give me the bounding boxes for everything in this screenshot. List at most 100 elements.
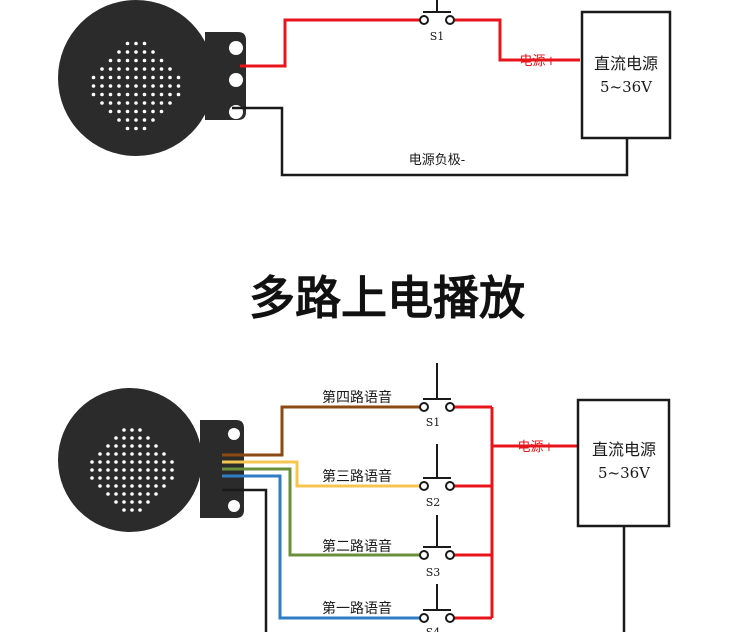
grill-dot (159, 75, 164, 80)
grill-dot (134, 58, 138, 63)
grill-dot (122, 460, 126, 464)
grill-dot (130, 468, 134, 472)
grill-dot (125, 50, 130, 54)
grill-dot (146, 436, 150, 440)
grill-dot (108, 67, 113, 71)
grill-dot (134, 75, 138, 80)
grill-dot (162, 484, 166, 488)
grill-dot (122, 500, 126, 504)
grill-dot (176, 92, 181, 97)
grill-dot (142, 41, 147, 46)
bottom-power-positive-label: 电源+ (518, 440, 555, 455)
grill-dot (151, 84, 155, 88)
channel-label: 第三路语音 (322, 468, 392, 485)
top-diagram: S1 电源+ 电源负极- 直流电源 5~36V (58, 0, 672, 177)
grill-dot (146, 492, 150, 496)
grill-dot (100, 92, 104, 97)
grill-dot (117, 92, 121, 97)
wire-channel-4 (222, 405, 420, 457)
grill-dot (98, 452, 102, 456)
grill-dot (130, 484, 134, 488)
grill-dot (142, 50, 147, 54)
grill-dot (134, 84, 138, 88)
bottom-mount-hole-1 (228, 428, 240, 440)
grill-dot (151, 75, 155, 80)
grill-dot (168, 101, 172, 105)
switch-contact-right (445, 613, 455, 623)
grill-dot (106, 468, 110, 472)
wire-channel-3 (222, 460, 420, 488)
grill-dot (146, 484, 150, 488)
grill-dot (130, 492, 134, 496)
grill-dot (106, 484, 110, 488)
top-power-positive-label: 电源+ (520, 54, 557, 69)
top-supply-name: 直流电源 (594, 54, 658, 73)
wire-channel-1 (222, 474, 420, 620)
top-switch-contact-right (445, 15, 455, 25)
grill-dot (106, 492, 110, 496)
grill-dot (154, 452, 158, 456)
grill-dot (125, 118, 130, 122)
bottom-diagram: 电源+ S1 第四路语音 S2 第三路语音 S3 第二路语音 (58, 363, 671, 632)
grill-dot (122, 468, 126, 472)
grill-dot (122, 444, 126, 448)
grill-dot (168, 92, 172, 97)
bottom-speaker-grill (90, 428, 174, 512)
top-power-supply: 直流电源 5~36V (580, 10, 672, 140)
grill-dot (162, 460, 166, 464)
grill-dot (90, 468, 94, 472)
grill-dot (134, 67, 138, 71)
grill-dot (151, 50, 155, 54)
grill-dot (138, 444, 142, 448)
grill-dot (91, 84, 96, 88)
grill-dot (154, 492, 158, 496)
grill-dot (146, 476, 150, 480)
grill-dot (134, 118, 138, 122)
grill-dot (125, 41, 130, 46)
top-wire-ground (232, 106, 629, 177)
top-supply-box (580, 10, 672, 140)
grill-dot (114, 460, 118, 464)
grill-dot (138, 428, 142, 432)
grill-dot (122, 492, 126, 496)
grill-dot (98, 484, 102, 488)
grill-dot (134, 126, 138, 131)
grill-dot (100, 84, 104, 88)
grill-dot (154, 444, 158, 448)
grill-dot (117, 75, 121, 80)
grill-dot (122, 484, 126, 488)
grill-dot (154, 476, 158, 480)
wire-channel-2 (222, 467, 420, 557)
grill-dot (114, 500, 118, 504)
grill-dot (114, 436, 118, 440)
grill-dot (159, 58, 164, 63)
grill-dot (142, 84, 147, 88)
grill-dot (151, 67, 155, 71)
grill-dot (142, 75, 147, 80)
channel-label: 第一路语音 (322, 600, 392, 617)
grill-dot (138, 452, 142, 456)
grill-dot (106, 460, 110, 464)
grill-dot (122, 436, 126, 440)
bottom-switch-4: S4 第一路语音 (322, 584, 455, 632)
bottom-power-supply: 直流电源 5~36V (576, 398, 671, 528)
grill-dot (98, 468, 102, 472)
grill-dot (176, 84, 181, 88)
bottom-supply-voltage: 5~36V (598, 464, 651, 482)
bottom-mount-hole-2 (228, 500, 240, 512)
switch-contact-left (419, 481, 429, 491)
grill-dot (117, 101, 121, 105)
grill-dot (170, 468, 174, 472)
grill-dot (125, 101, 130, 105)
grill-dot (162, 476, 166, 480)
grill-dot (125, 75, 130, 80)
grill-dot (146, 468, 150, 472)
grill-dot (117, 109, 121, 114)
grill-dot (151, 58, 155, 63)
grill-dot (159, 92, 164, 97)
grill-dot (138, 436, 142, 440)
grill-dot (114, 484, 118, 488)
top-switch-contact-left (419, 15, 429, 25)
switch-label: S2 (426, 496, 441, 509)
switch-contact-left (419, 613, 429, 623)
